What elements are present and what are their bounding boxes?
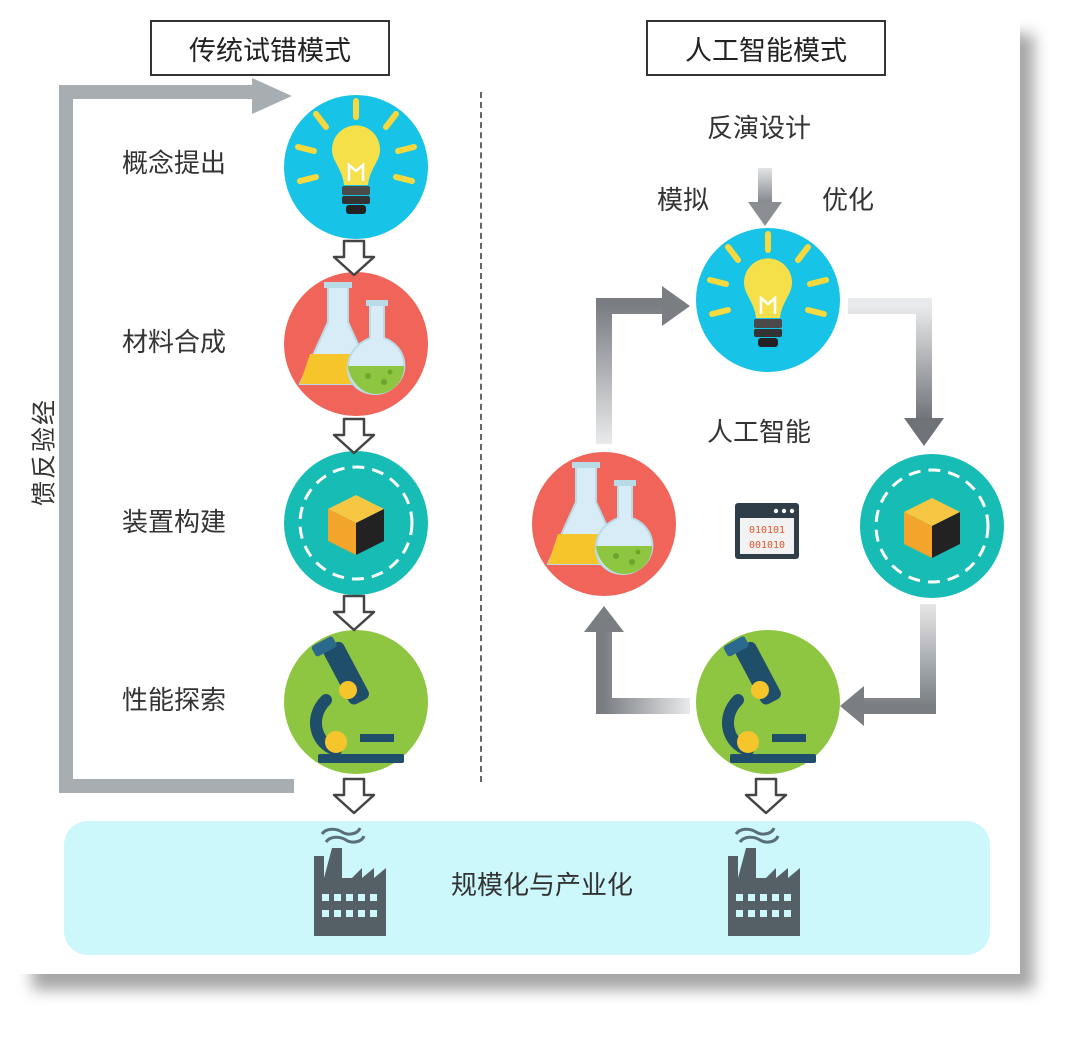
step-performance-label: 性能探索 — [122, 686, 227, 716]
mode-divider — [480, 92, 482, 782]
ai-mode-header: 人工智能模式 — [646, 20, 886, 76]
step-synthesis-label: 材料合成 — [122, 328, 227, 358]
optimization-label: 优化 — [822, 186, 875, 216]
ai-microscope-icon — [696, 630, 840, 774]
factory-icon — [312, 826, 388, 938]
down-arrow-icon — [332, 239, 376, 277]
ai-flask-icon — [531, 451, 677, 597]
feedback-loop-arrow — [59, 78, 294, 793]
simulation-label: 模拟 — [657, 186, 710, 216]
ai-center-label: 人工智能 — [707, 418, 812, 448]
inverse-design-arrow — [748, 168, 782, 226]
industrialization-label: 规模化与产业化 — [451, 871, 634, 901]
down-arrow-icon — [332, 777, 376, 815]
ai-down-arrow-icon — [744, 777, 788, 815]
ai-cube-icon — [858, 452, 1006, 600]
ai-light-bulb-icon — [696, 228, 840, 372]
light-bulb-icon — [284, 95, 428, 239]
down-arrow-icon — [332, 417, 376, 455]
flask-icon — [283, 271, 429, 417]
industrialization-band — [64, 821, 990, 955]
traditional-mode-title: 传统试错模式 — [189, 35, 351, 67]
ai-mode-title: 人工智能模式 — [685, 35, 847, 67]
diagram-card — [18, 18, 1020, 974]
traditional-mode-header: 传统试错模式 — [150, 20, 390, 76]
microscope-icon — [284, 630, 428, 774]
experience-feedback-label: 经 验 反 馈 — [29, 400, 59, 507]
ai-cycle-arrows — [584, 286, 944, 726]
factory-icon — [726, 826, 802, 938]
down-arrow-icon — [332, 594, 376, 632]
binary-line-2: 001010 — [749, 540, 785, 551]
inverse-design-label: 反演设计 — [707, 114, 812, 144]
cube-icon — [282, 449, 430, 597]
step-concept-label: 概念提出 — [122, 149, 227, 179]
step-device-label: 装置构建 — [122, 508, 227, 538]
binary-line-1: 010101 — [749, 525, 785, 536]
code-window-icon: 010101 001010 — [735, 503, 799, 559]
